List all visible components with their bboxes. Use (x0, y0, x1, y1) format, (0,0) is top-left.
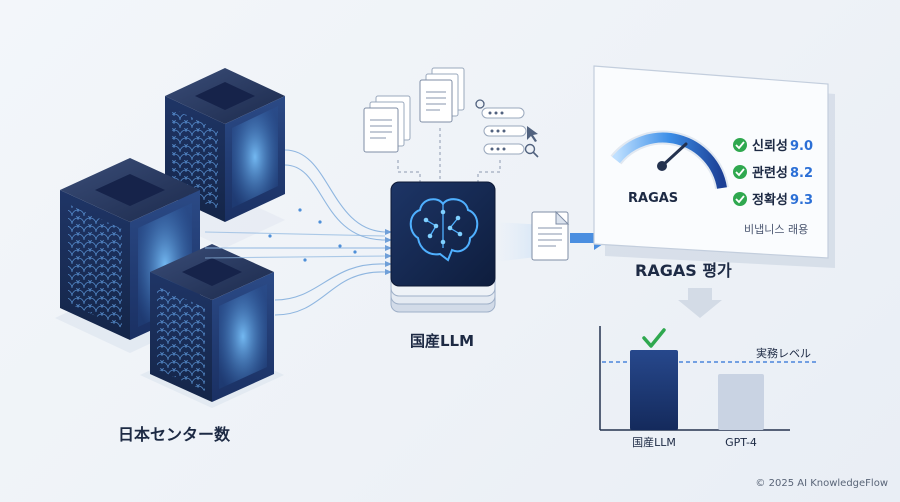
bar-label-domestic-llm: 国産LLM (632, 436, 676, 449)
server-cube-front (140, 244, 284, 408)
search-query-icon (475, 99, 539, 158)
panel-note: 비냅니스 래용 (744, 223, 808, 236)
ragas-gauge (610, 130, 729, 190)
docs-to-llm-dashed-lines (397, 128, 501, 182)
checkmark-icon (642, 328, 666, 348)
metric-relevance: 관련성 8.2 (733, 165, 813, 181)
copyright-text: © 2025 AI KnowledgeFlow (755, 478, 888, 489)
arrow-down-icon (678, 288, 722, 318)
llm-label: 国産LLM (410, 332, 475, 350)
metric-reliability: 신뢰성 9.0 (733, 138, 813, 154)
flow-arrowheads (385, 229, 392, 275)
threshold-label: 実務レベル (756, 346, 811, 360)
comparison-chart (599, 326, 816, 431)
check-circle-icon (733, 165, 747, 179)
check-circle-icon (733, 192, 747, 206)
gauge-label: RAGAS (628, 191, 678, 206)
metric-score: 8.2 (790, 166, 813, 181)
llm-box (390, 181, 496, 313)
bar-domestic-llm (630, 350, 678, 430)
report-document-icon (531, 210, 570, 261)
bar-gpt4 (718, 374, 764, 430)
data-flow-lines (204, 149, 386, 316)
metric-score: 9.3 (790, 193, 813, 208)
metric-score: 9.0 (790, 139, 813, 154)
metric-accuracy: 정확성 9.3 (733, 192, 813, 208)
document-stack-left-icon (363, 95, 411, 153)
document-stack-right-icon (419, 67, 465, 123)
bar-label-gpt4: GPT-4 (725, 436, 757, 449)
brain-nodes (423, 209, 463, 245)
datacenter-label: 日本センター数 (118, 425, 231, 444)
metric-name: 신뢰성 (752, 138, 788, 154)
check-circle-icon (733, 138, 747, 152)
metric-name: 관련성 (752, 165, 788, 181)
flow-dots (268, 208, 357, 262)
metric-name: 정확성 (752, 192, 788, 208)
ragas-eval-label: RAGAS 평가 (635, 261, 732, 280)
